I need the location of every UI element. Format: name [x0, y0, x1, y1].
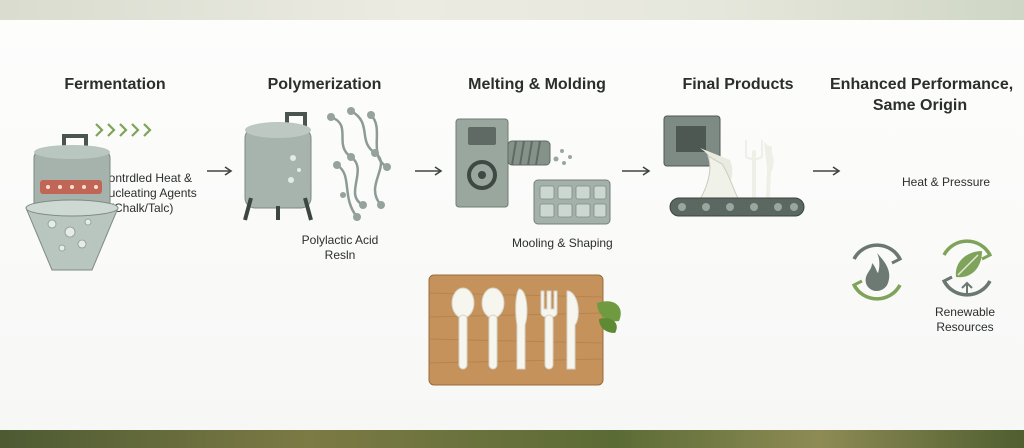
fermentation-tank-icon [25, 134, 119, 271]
arrow-icon [622, 166, 651, 176]
stage-title-melting-molding: Melting & Molding [468, 76, 606, 93]
stage-title-enhanced-line2: Same Origin [872, 97, 968, 114]
stage-title-enhanced-performance: Enhanced Performance, Same Origin [830, 74, 1014, 116]
renewable-line1: Renewable [934, 305, 996, 319]
mold-tray-icon [533, 179, 611, 225]
recycle-leaf-icon [941, 239, 993, 297]
extruder-machine-icon [455, 118, 572, 208]
heat-agents-line2: Nucleating Agents [100, 186, 197, 200]
molding-shaping-label: Mooling & Shaping [512, 236, 613, 250]
heat-agents-line1: Contrdled Heat & [100, 171, 193, 185]
renewable-resources-label: Renewable Resources [920, 305, 1010, 335]
chevron-arrows-icon [95, 123, 152, 137]
stage-title-final-products: Final Products [682, 76, 794, 93]
stage-title-fermentation: Fermentation [64, 76, 166, 93]
arrow-icon [415, 166, 443, 176]
heat-agents-line3: (Chalk/Talc) [110, 201, 174, 215]
stage-title-enhanced-line1: Enhanced Performance, [830, 76, 1014, 93]
heat-pressure-label: Heat & Pressure [902, 175, 991, 189]
polymerization-tank-icon [243, 112, 313, 221]
polymer-chain-icon [327, 107, 391, 221]
pla-line1: Polylactic Acid [301, 233, 379, 247]
stage-title-polymerization: Polymerization [267, 76, 382, 93]
recycle-flame-icon [851, 243, 903, 301]
renewable-line2: Resources [936, 320, 994, 334]
top-background-band [0, 0, 1024, 20]
arrow-icon [813, 166, 841, 176]
conveyor-products-icon [663, 115, 805, 217]
cutlery-board-icon [428, 274, 621, 386]
arrow-icon [207, 166, 233, 176]
heat-agents-label: Contrdled Heat & Nucleating Agents (Chal… [100, 171, 197, 216]
pla-line2: Resln [324, 248, 356, 262]
pla-resin-label: Polylactic Acid Resln [290, 233, 390, 263]
bottom-background-band [0, 430, 1024, 448]
